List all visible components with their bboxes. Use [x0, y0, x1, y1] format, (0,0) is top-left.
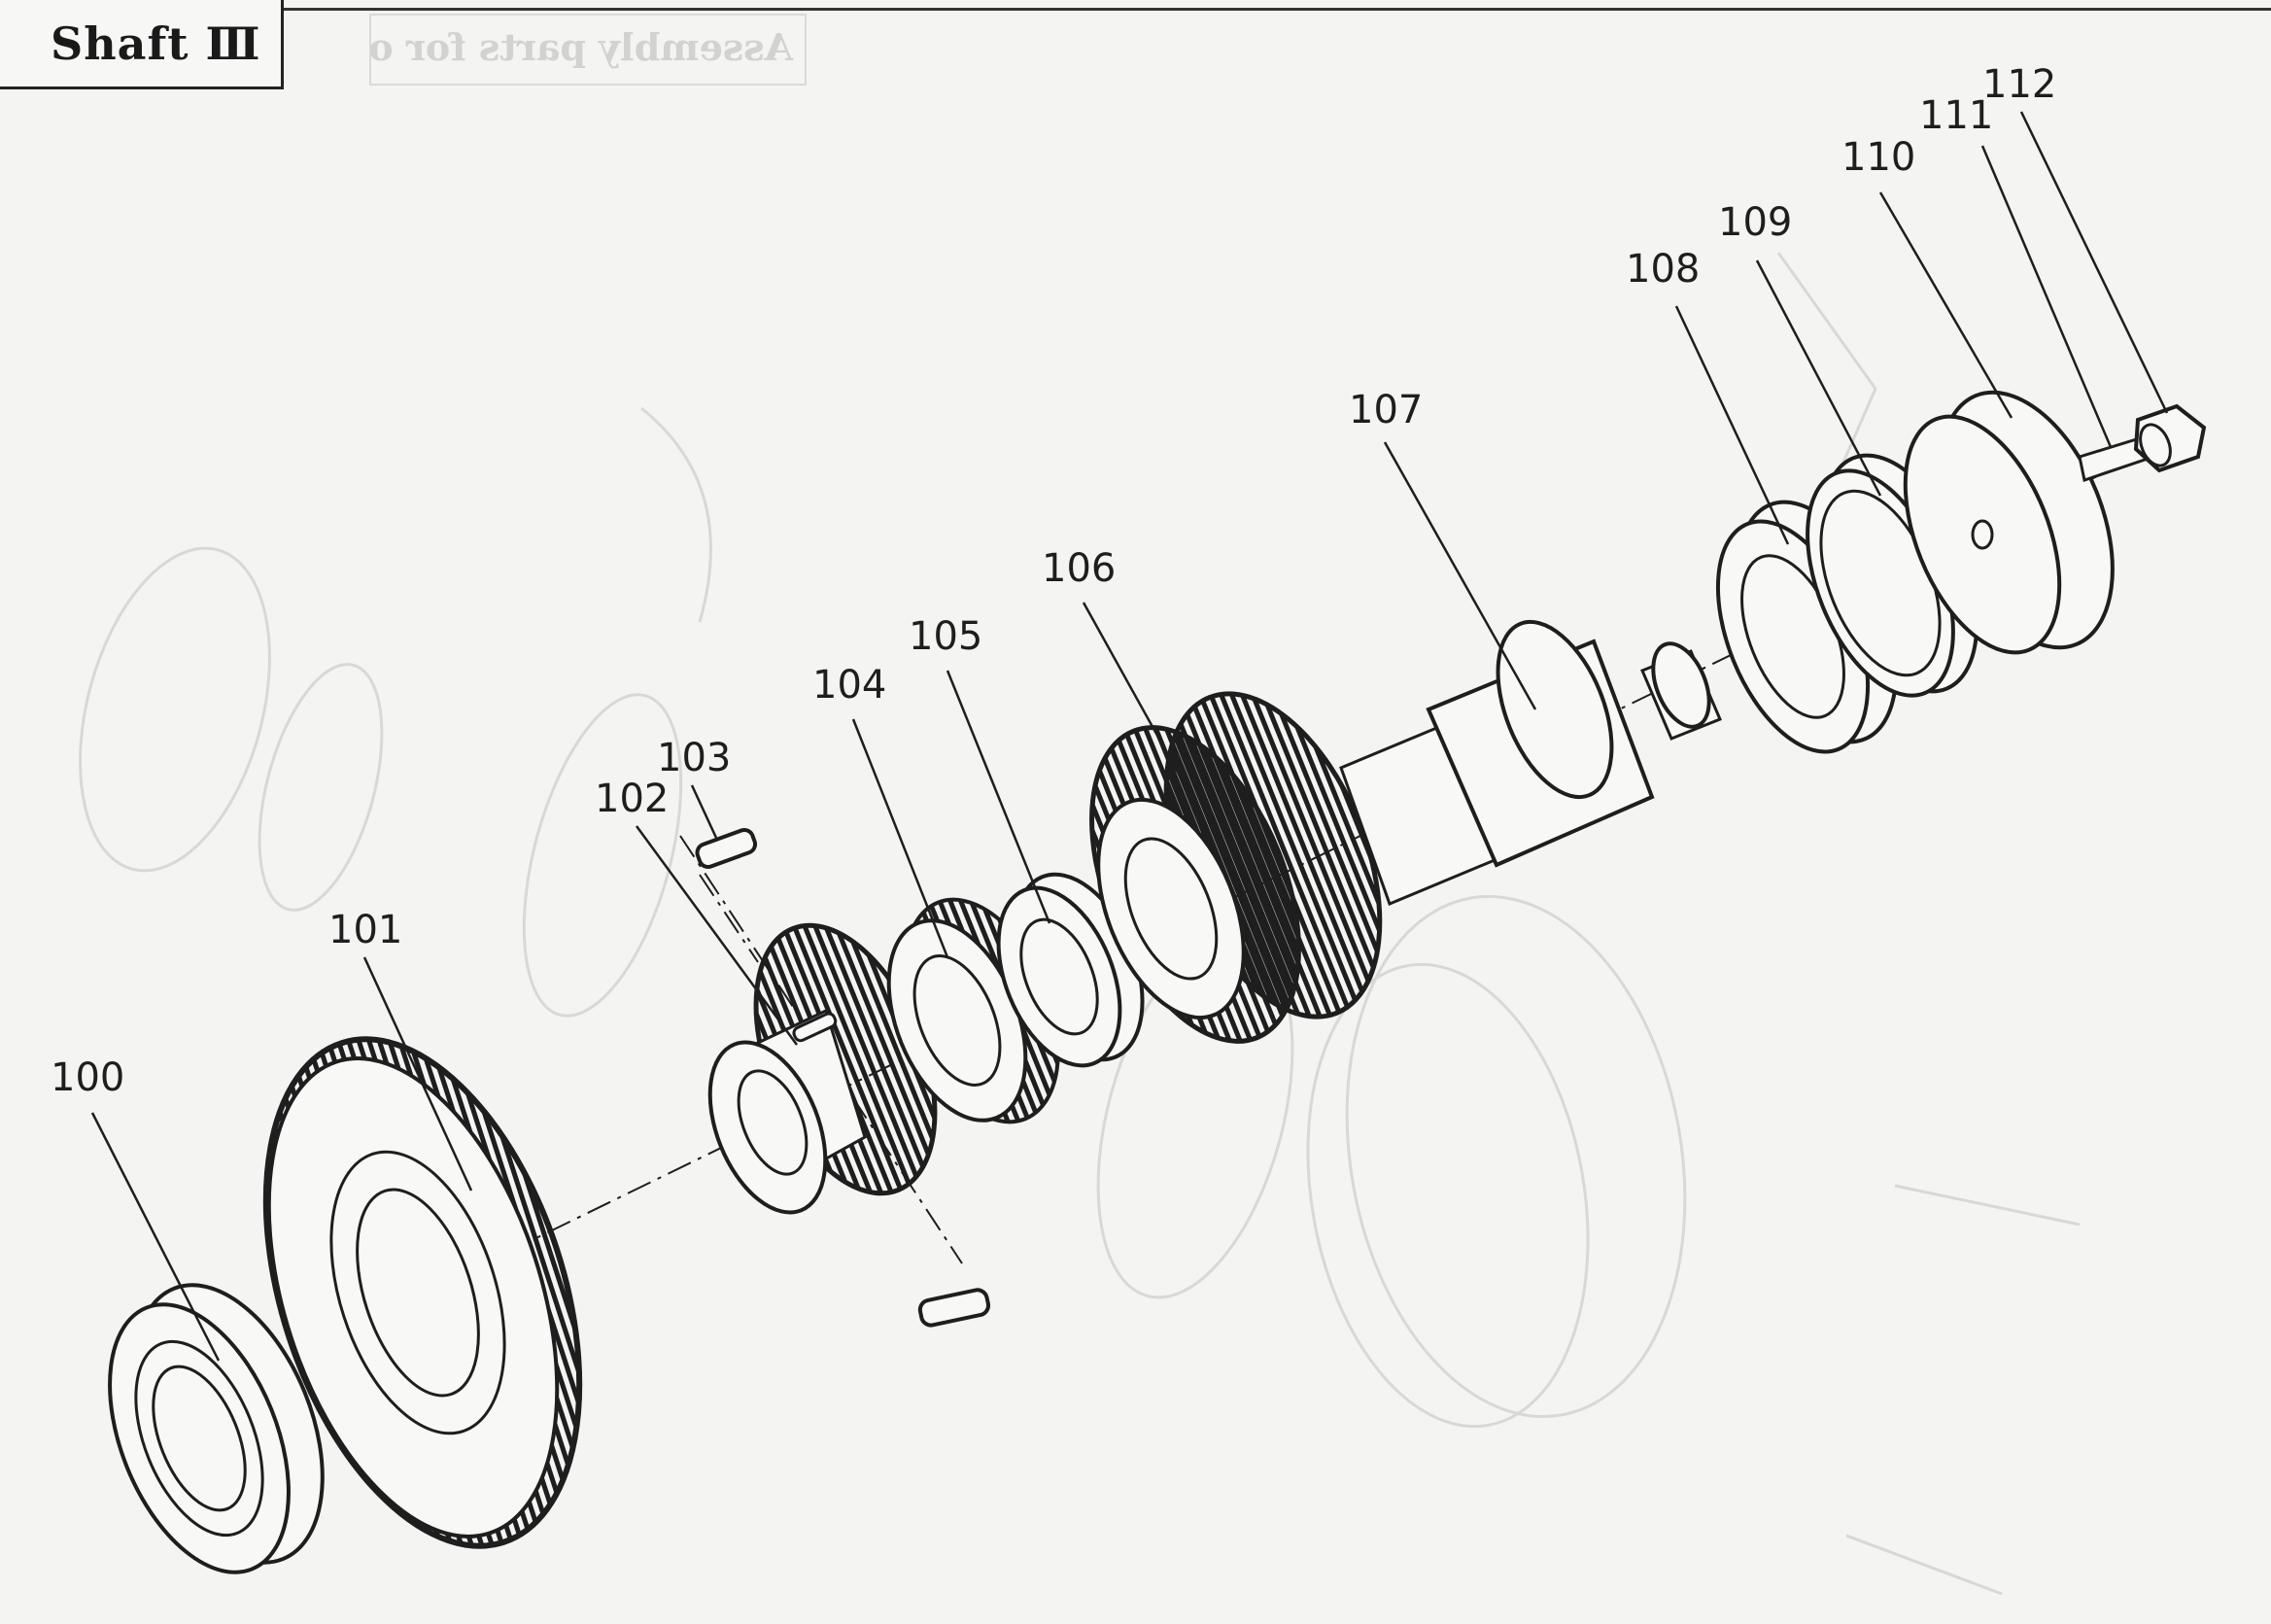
callout-102: 102 [595, 777, 669, 821]
callout-107: 107 [1349, 388, 1423, 432]
callout-106: 106 [1042, 546, 1116, 591]
top-border-rule [284, 8, 2271, 11]
callout-110: 110 [1841, 135, 1915, 180]
callout-103: 103 [657, 736, 731, 780]
callout-105: 105 [909, 614, 982, 659]
title-box: Shaft Ⅲ [0, 0, 284, 89]
callout-104: 104 [812, 663, 886, 708]
callout-101: 101 [328, 908, 402, 952]
callout-109: 109 [1718, 200, 1792, 245]
callout-112: 112 [1982, 62, 2056, 107]
page-title: Shaft Ⅲ [51, 17, 261, 70]
callout-108: 108 [1626, 247, 1700, 292]
callout-111: 111 [1919, 93, 1993, 138]
callout-100: 100 [51, 1055, 124, 1100]
